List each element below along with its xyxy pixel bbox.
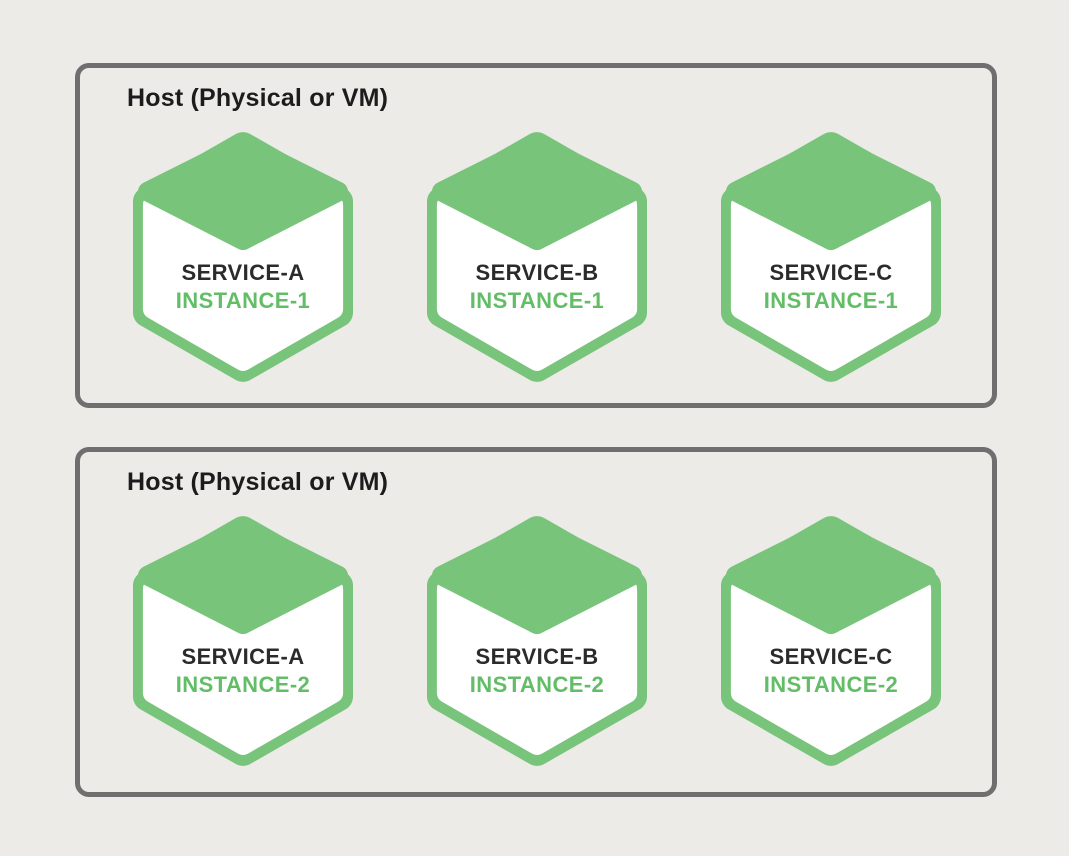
instance-name-label: INSTANCE-1: [175, 288, 311, 313]
service-node-b1: SERVICE-B INSTANCE-1: [426, 130, 648, 384]
hexagon-cube-roof: [431, 134, 643, 251]
service-node-c2: SERVICE-C INSTANCE-2: [720, 514, 942, 768]
hexagon-cube-roof: [725, 518, 937, 635]
service-row: SERVICE-A INSTANCE-1 SERVICE-B INSTANCE-…: [132, 130, 942, 384]
service-node-a1: SERVICE-A INSTANCE-1: [132, 130, 354, 384]
service-row: SERVICE-A INSTANCE-2 SERVICE-B INSTANCE-…: [132, 514, 942, 768]
instance-name-label: INSTANCE-2: [763, 672, 899, 697]
service-node-label: SERVICE-C INSTANCE-1: [720, 259, 942, 315]
host-box-1: Host (Physical or VM) SERVICE-A INSTANCE…: [75, 63, 997, 408]
service-name-label: SERVICE-B: [475, 260, 599, 285]
hexagon-service-icon: [426, 132, 648, 382]
service-node-b2: SERVICE-B INSTANCE-2: [426, 514, 648, 768]
instance-name-label: INSTANCE-2: [175, 672, 311, 697]
instance-name-label: INSTANCE-2: [469, 672, 605, 697]
service-node-label: SERVICE-B INSTANCE-2: [426, 643, 648, 699]
service-node-a2: SERVICE-A INSTANCE-2: [132, 514, 354, 768]
service-name-label: SERVICE-B: [475, 644, 599, 669]
hexagon-service-icon: [720, 516, 942, 766]
hexagon-cube-roof: [725, 134, 937, 251]
host-title: Host (Physical or VM): [127, 84, 389, 112]
service-name-label: SERVICE-A: [181, 260, 305, 285]
host-box-2: Host (Physical or VM) SERVICE-A INSTANCE…: [75, 447, 997, 797]
hexagon-service-icon: [132, 132, 354, 382]
service-node-c1: SERVICE-C INSTANCE-1: [720, 130, 942, 384]
service-name-label: SERVICE-C: [769, 260, 893, 285]
hexagon-service-icon: [426, 516, 648, 766]
service-node-label: SERVICE-C INSTANCE-2: [720, 643, 942, 699]
instance-name-label: INSTANCE-1: [469, 288, 605, 313]
service-node-label: SERVICE-A INSTANCE-2: [132, 643, 354, 699]
service-name-label: SERVICE-C: [769, 644, 893, 669]
hexagon-service-icon: [132, 516, 354, 766]
host-title: Host (Physical or VM): [127, 468, 389, 496]
hexagon-cube-roof: [137, 518, 349, 635]
service-name-label: SERVICE-A: [181, 644, 305, 669]
instance-name-label: INSTANCE-1: [763, 288, 899, 313]
hexagon-service-icon: [720, 132, 942, 382]
service-node-label: SERVICE-A INSTANCE-1: [132, 259, 354, 315]
hexagon-cube-roof: [137, 134, 349, 251]
service-node-label: SERVICE-B INSTANCE-1: [426, 259, 648, 315]
hexagon-cube-roof: [431, 518, 643, 635]
